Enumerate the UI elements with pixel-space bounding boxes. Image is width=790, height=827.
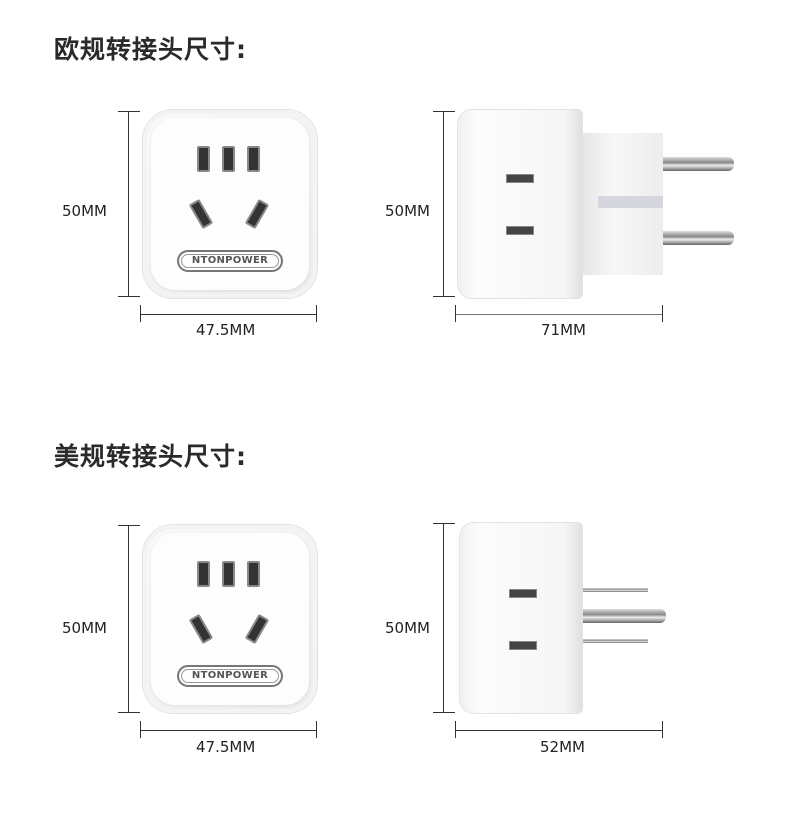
eu-side-height-label: 50MM: [385, 202, 430, 220]
us-front-width-label: 47.5MM: [196, 738, 256, 756]
eu-side-length-label: 71MM: [541, 321, 586, 339]
dimension-tick: [433, 712, 455, 713]
dimension-tick: [118, 712, 140, 713]
dimension-line: [455, 730, 663, 731]
eu-adapter-front-view: NTONPOWER: [143, 110, 317, 298]
brand-logo: NTONPOWER: [177, 665, 283, 687]
dimension-tick: [433, 523, 455, 524]
dimension-tick: [118, 525, 140, 526]
dimension-tick: [316, 721, 317, 738]
dimension-line: [128, 111, 129, 297]
dimension-line: [140, 730, 317, 731]
brand-logo: NTONPOWER: [177, 250, 283, 272]
us-adapter-side-view: [460, 523, 670, 713]
us-side-height-label: 50MM: [385, 619, 430, 637]
us-side-length-label: 52MM: [540, 738, 585, 756]
dimension-line: [443, 523, 444, 713]
eu-front-width-label: 47.5MM: [196, 321, 256, 339]
us-adapter-title: 美规转接头尺寸:: [54, 442, 247, 471]
dimension-line: [455, 314, 663, 315]
dimension-tick: [433, 296, 455, 297]
dimension-tick: [662, 721, 663, 738]
dimension-line: [128, 525, 129, 713]
dimension-tick: [662, 305, 663, 322]
dimension-tick: [118, 111, 140, 112]
dimension-tick: [140, 721, 141, 738]
dimension-tick: [455, 305, 456, 322]
dimension-tick: [433, 111, 455, 112]
dimension-line: [140, 314, 317, 315]
dimension-tick: [118, 296, 140, 297]
dimension-tick: [455, 721, 456, 738]
eu-front-height-label: 50MM: [62, 202, 107, 220]
us-front-height-label: 50MM: [62, 619, 107, 637]
dimension-line: [443, 111, 444, 297]
us-adapter-front-view: NTONPOWER: [143, 525, 317, 713]
dimension-tick: [140, 305, 141, 322]
eu-adapter-side-view: [458, 110, 738, 298]
dimension-tick: [316, 305, 317, 322]
eu-adapter-title: 欧规转接头尺寸:: [54, 35, 247, 64]
